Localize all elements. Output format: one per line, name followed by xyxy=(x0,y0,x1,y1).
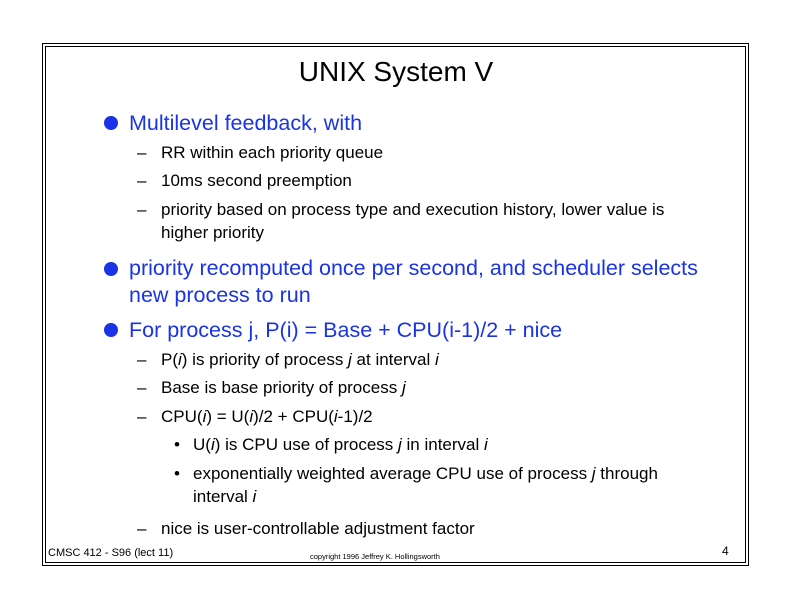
dash-marker: – xyxy=(137,519,147,538)
sub-item-3-1: P(i) is priority of process j at interva… xyxy=(161,350,439,369)
dash-marker: – xyxy=(137,378,147,397)
slide-frame-outer xyxy=(42,43,749,566)
subsub-item-1: U(i) is CPU use of process j in interval… xyxy=(193,435,488,454)
bullet-small-dot: • xyxy=(174,435,180,454)
dash-marker: – xyxy=(137,171,147,190)
dash-marker: – xyxy=(137,350,147,369)
bullet-3-text: For process j, P(i) = Base + CPU(i-1)/2 … xyxy=(129,318,563,342)
slide-title: UNIX System V xyxy=(298,56,494,87)
sub-item-1-1: RR within each priority queue xyxy=(161,143,384,162)
bullet-dot xyxy=(104,323,118,337)
bullet-dot xyxy=(104,116,118,130)
sub-item-1-2: 10ms second preemption xyxy=(161,171,352,190)
dash-marker: – xyxy=(137,143,147,162)
dash-marker: – xyxy=(137,200,147,219)
sub-item-1-3: priority based on process type and execu… xyxy=(161,200,665,242)
sub-item-3-4: nice is user-controllable adjustment fac… xyxy=(161,519,475,538)
bullet-small-dot: • xyxy=(174,464,180,483)
footer-course: CMSC 412 - S96 (lect 11) xyxy=(48,547,174,559)
bullet-2-text: priority recomputed once per second, and… xyxy=(129,256,698,307)
bullet-1-text: Multilevel feedback, with xyxy=(129,111,363,135)
bullet-dot xyxy=(104,262,118,276)
sub-item-3-2: Base is base priority of process j xyxy=(161,378,406,397)
dash-marker: – xyxy=(137,407,147,426)
slide-frame-inner xyxy=(45,46,746,563)
sub-item-3-3: CPU(i) = U(i)/2 + CPU(i-1)/2 xyxy=(161,407,373,426)
subsub-item-2: exponentially weighted average CPU use o… xyxy=(193,464,658,506)
page-number: 4 xyxy=(722,544,729,558)
footer-copyright: copyright 1996 Jeffrey K. Hollingsworth xyxy=(310,552,440,561)
